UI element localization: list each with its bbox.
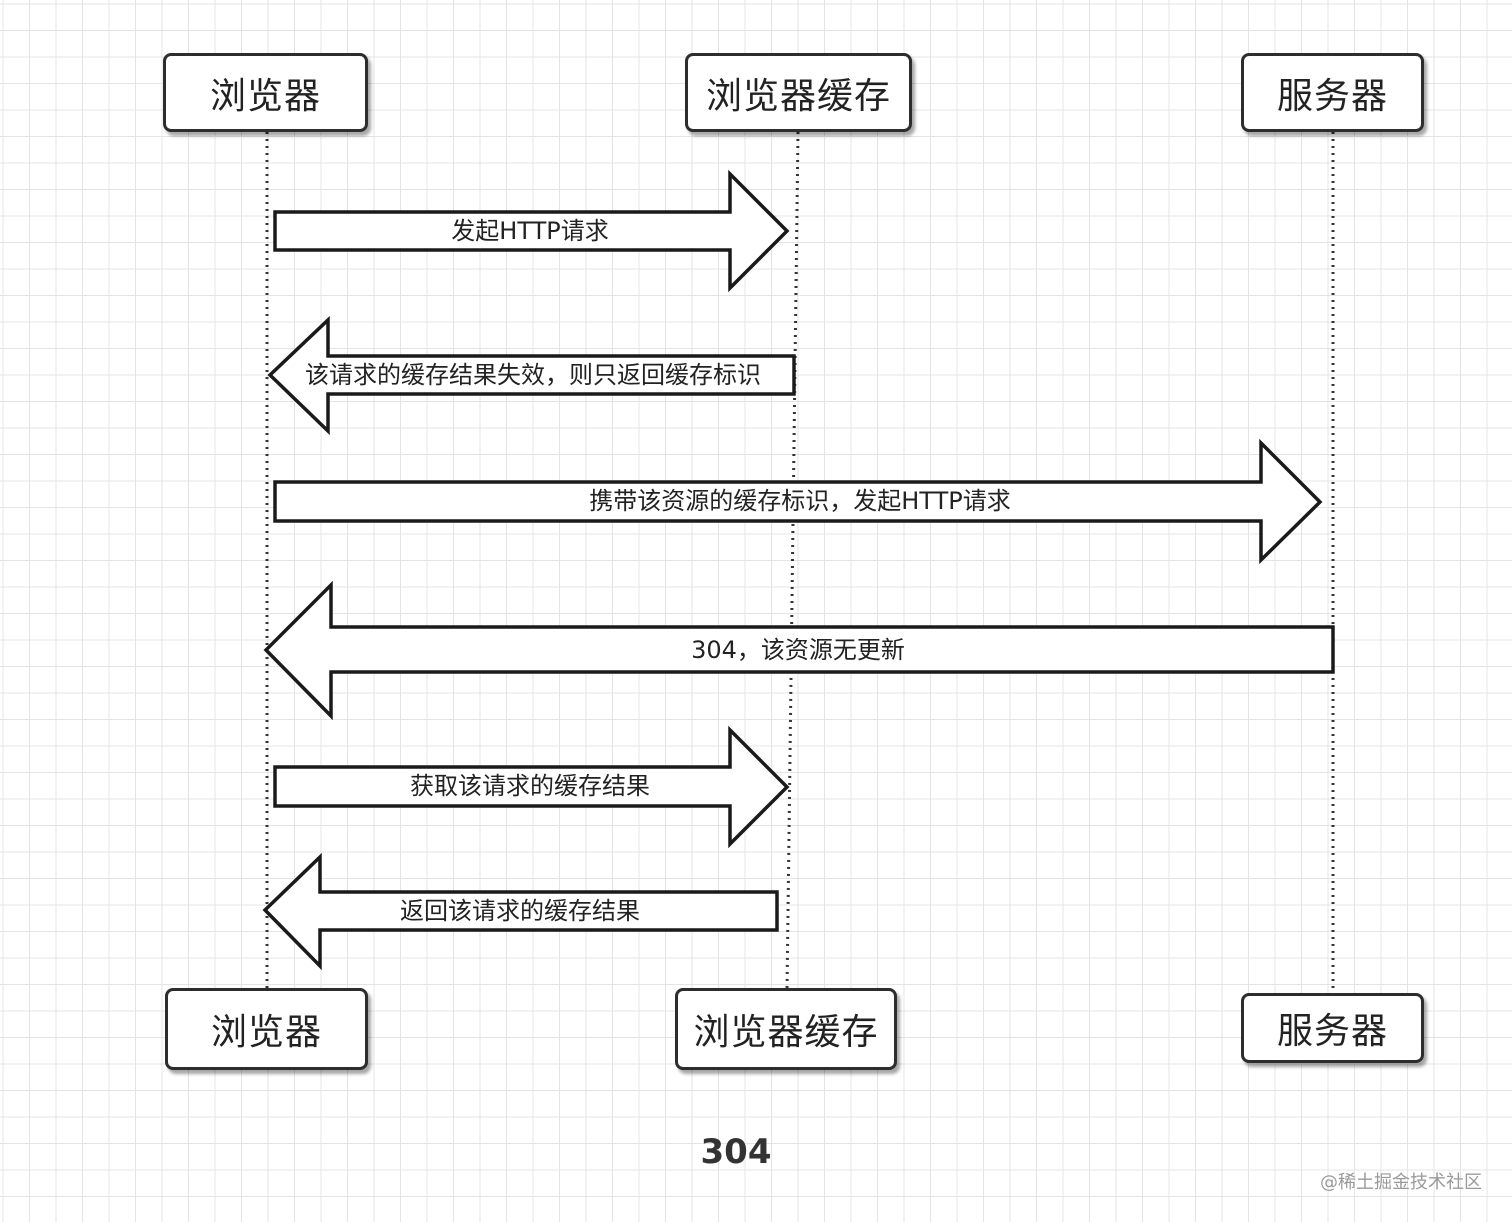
participant-label: 服务器 bbox=[1276, 75, 1388, 117]
participant-server-bottom: 服务器 bbox=[1241, 993, 1424, 1063]
participant-cache-top: 浏览器缓存 bbox=[685, 53, 912, 132]
arrow-request-to-cache bbox=[273, 169, 790, 293]
participant-server-top: 服务器 bbox=[1241, 53, 1424, 132]
diagram-caption: 304 bbox=[700, 1132, 772, 1172]
participant-label: 浏览器缓存 bbox=[705, 75, 891, 117]
participant-browser-bottom: 浏览器 bbox=[165, 988, 368, 1070]
arrow-request-to-server bbox=[273, 438, 1323, 565]
message-label: 发起HTTP请求 bbox=[451, 217, 609, 245]
participant-label: 浏览器缓存 bbox=[693, 1012, 879, 1053]
message-label: 该请求的缓存结果失效，则只返回缓存标识 bbox=[305, 361, 761, 389]
arrow-return-cache-result bbox=[262, 852, 779, 971]
message-label: 304，该资源无更新 bbox=[691, 636, 905, 664]
lifeline-cache bbox=[785, 131, 800, 991]
message-label: 携带该资源的缓存标识，发起HTTP请求 bbox=[589, 487, 1011, 515]
arrow-304-response bbox=[263, 580, 1335, 721]
watermark: @稀土掘金技术社区 bbox=[1320, 1172, 1482, 1193]
message-label: 获取该请求的缓存结果 bbox=[410, 772, 650, 800]
participant-label: 服务器 bbox=[1276, 1011, 1388, 1052]
message-label: 返回该请求的缓存结果 bbox=[400, 897, 640, 925]
arrow-cache-identifier-return bbox=[267, 315, 796, 436]
participant-label: 浏览器 bbox=[210, 1012, 322, 1053]
participant-cache-bottom: 浏览器缓存 bbox=[675, 988, 897, 1070]
participant-label: 浏览器 bbox=[209, 75, 321, 117]
participant-browser-top: 浏览器 bbox=[163, 53, 368, 132]
arrow-get-cache-result bbox=[273, 725, 790, 849]
